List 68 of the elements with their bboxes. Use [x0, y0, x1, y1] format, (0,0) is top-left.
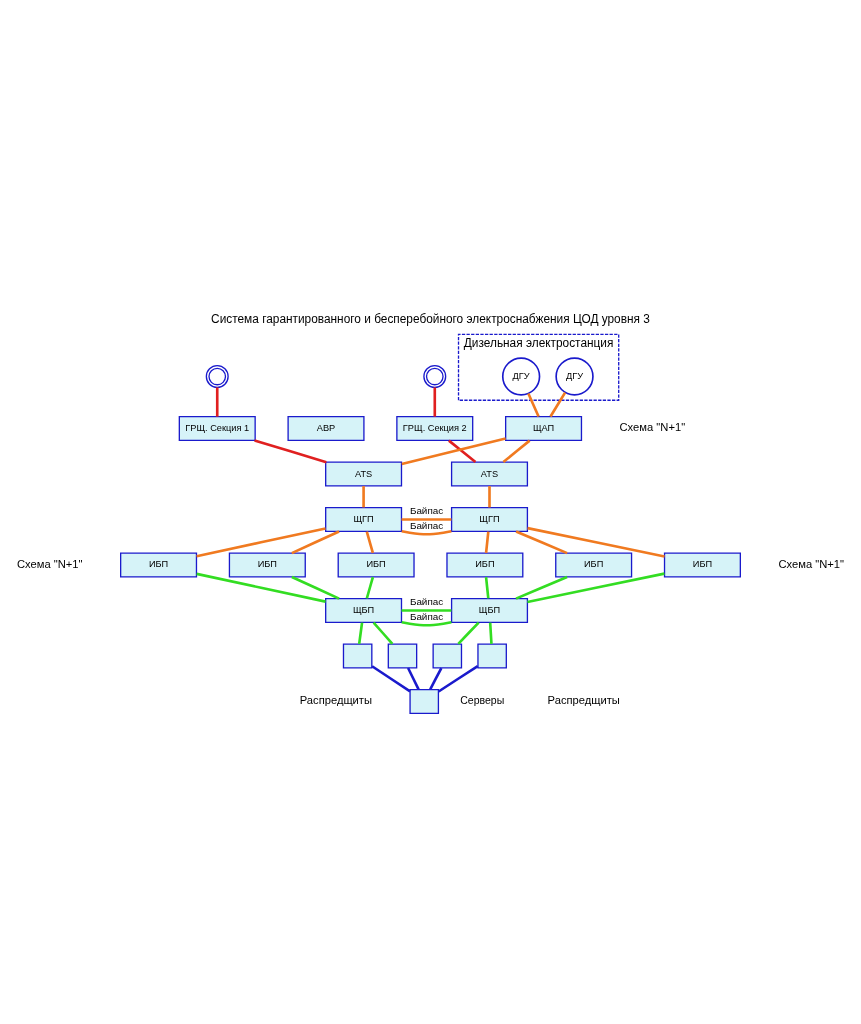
connector: [515, 575, 568, 600]
connector: [488, 622, 493, 644]
node-box: [387, 643, 418, 669]
connector: [437, 664, 479, 693]
node-box: ИБП: [120, 552, 198, 578]
node-box: ЩБП: [450, 598, 529, 624]
node-box: ЩБП: [325, 598, 403, 624]
node-box: [477, 643, 507, 669]
connector: [549, 392, 567, 418]
connector: [401, 621, 452, 627]
connector: [406, 667, 420, 690]
connector: [429, 667, 443, 690]
node-box: ЩАП: [505, 416, 583, 442]
connector: [527, 526, 665, 558]
node-circle: ДГУ: [555, 357, 594, 396]
node-box: [432, 643, 463, 669]
connector: [484, 576, 490, 599]
connector: [371, 665, 411, 693]
node-box: ИБП: [446, 552, 524, 578]
connector: [527, 572, 665, 604]
node-box: ЩГП: [325, 507, 403, 533]
node-box: [409, 688, 440, 714]
edge-label: Байпас: [409, 611, 444, 623]
node-label: Серверы: [460, 694, 505, 706]
node-box: ИБП: [228, 552, 306, 578]
label: Схема "N+1": [17, 557, 83, 570]
connector: [196, 527, 326, 558]
connector: [515, 530, 568, 555]
connector: [196, 572, 326, 603]
connector: [291, 530, 340, 555]
connector: [527, 393, 540, 418]
connector: [362, 486, 365, 508]
node-box: ИБП: [337, 552, 415, 578]
connector: [291, 575, 340, 600]
node-box: ЩГП: [450, 507, 529, 533]
connector: [488, 486, 491, 508]
node-box: ГРЩ. Секция 1: [178, 416, 256, 442]
connector: [457, 621, 480, 645]
node-circle: ДГУ: [501, 357, 541, 396]
node-box: ГРЩ. Секция 2: [396, 416, 474, 442]
edge-label: Байпас: [409, 505, 444, 517]
node-box: ИБП: [663, 552, 741, 578]
label: Распредщиты: [547, 694, 620, 707]
edge-label: Байпас: [409, 520, 444, 532]
connector: [401, 609, 452, 612]
connector: [448, 439, 477, 464]
node-box: АВР: [287, 416, 365, 442]
connector: [365, 576, 375, 599]
connector: [484, 531, 490, 554]
diagram-title: Система гарантированного и бесперебойного электроснабжения ЦОД уровня 3: [211, 311, 650, 326]
connector: [365, 531, 375, 554]
connector: [401, 530, 452, 536]
connector: [401, 437, 506, 466]
node-box: ATS: [450, 461, 529, 487]
connector: [401, 518, 452, 521]
connector: [372, 621, 394, 645]
label: Схема "N+1": [619, 421, 686, 434]
connector: [433, 387, 437, 417]
label: Схема "N+1": [778, 557, 844, 570]
node-box: [342, 643, 373, 669]
edge-label: Байпас: [409, 596, 444, 608]
connector: [215, 387, 219, 417]
node-box: ATS: [325, 461, 403, 487]
connector: [254, 439, 327, 464]
connector: [502, 439, 531, 464]
label: Распредщиты: [299, 694, 373, 707]
node-box: ИБП: [555, 552, 633, 578]
connector: [357, 622, 364, 645]
